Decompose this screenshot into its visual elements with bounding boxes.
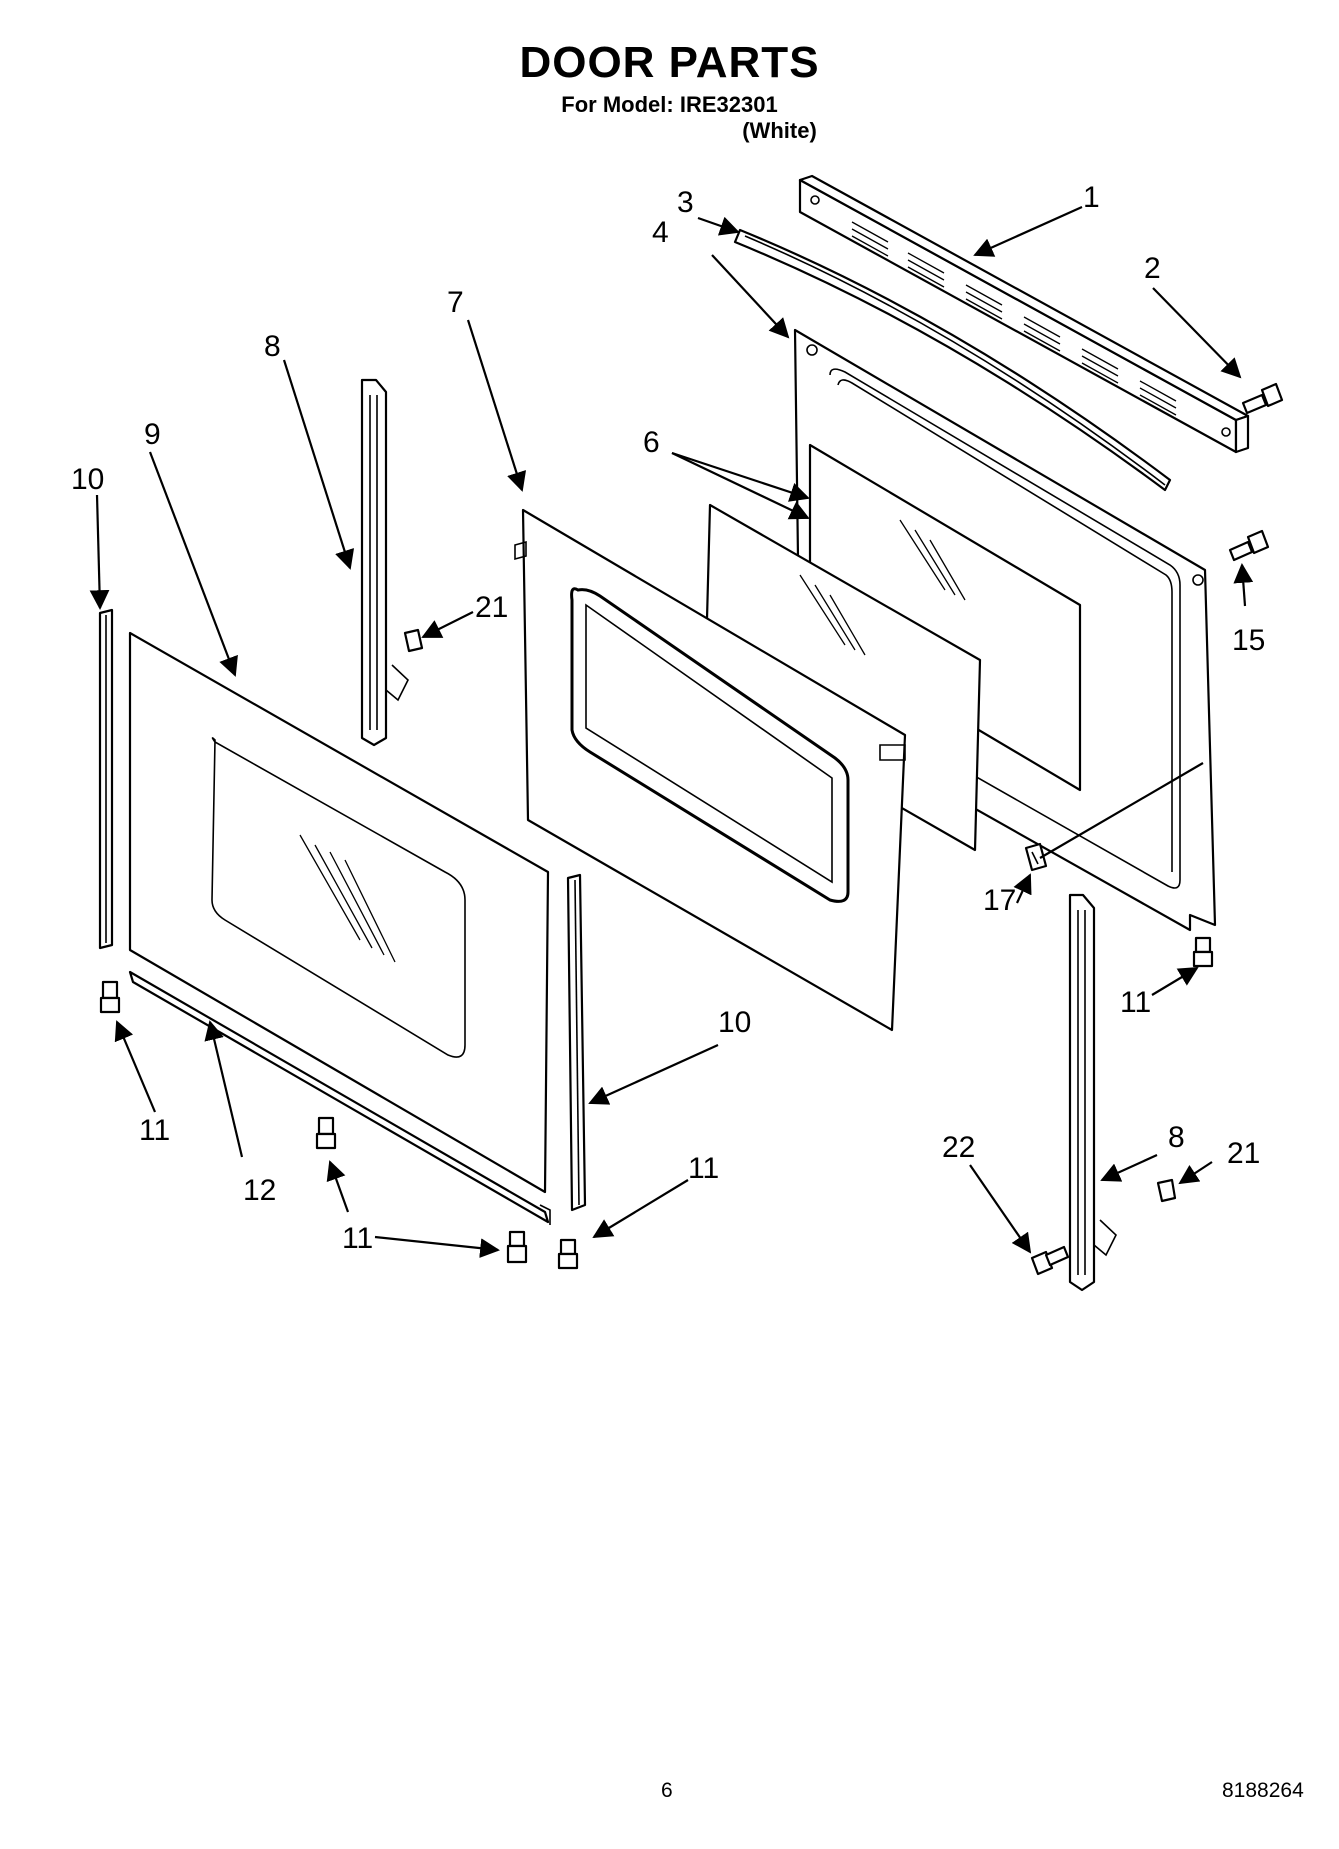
callout-17: 17 bbox=[983, 884, 1016, 917]
hinge-bracket-right-part bbox=[1068, 893, 1117, 1292]
model-line: For Model: IRE32301 bbox=[561, 92, 778, 117]
callout-15: 15 bbox=[1232, 624, 1265, 657]
callout-7: 7 bbox=[447, 286, 464, 319]
callout-11-center: 11 bbox=[688, 1152, 719, 1185]
document-number: 8188264 bbox=[1222, 1779, 1304, 1802]
screw-2 bbox=[1241, 382, 1284, 415]
callout-4: 4 bbox=[652, 216, 669, 249]
page-number: 6 bbox=[661, 1779, 673, 1802]
model-variant: (White) bbox=[742, 118, 817, 143]
callout-8-right: 8 bbox=[1168, 1121, 1185, 1154]
callout-8-left: 8 bbox=[264, 330, 281, 363]
small-clip-left-part bbox=[403, 628, 424, 653]
screw-11-right bbox=[1192, 936, 1214, 968]
callout-22: 22 bbox=[942, 1131, 975, 1164]
screws bbox=[99, 382, 1284, 1276]
callout-2: 2 bbox=[1144, 252, 1161, 285]
screw-15 bbox=[1228, 529, 1270, 562]
callout-labels: 1 2 3 4 6 7 8 9 10 21 15 17 11 10 11 12 … bbox=[71, 181, 1265, 1255]
screw-22 bbox=[1030, 1245, 1070, 1276]
callout-3: 3 bbox=[677, 186, 694, 219]
page-title: DOOR PARTS bbox=[519, 38, 820, 87]
callout-21-left: 21 bbox=[475, 591, 508, 624]
callout-6: 6 bbox=[643, 426, 660, 459]
callout-1: 1 bbox=[1083, 181, 1100, 214]
bottom-trim-part bbox=[128, 970, 551, 1225]
door-trim-left-part bbox=[98, 608, 114, 950]
inner-door-liner-part bbox=[514, 508, 907, 1032]
screw-11-bottom-c bbox=[557, 1238, 579, 1270]
screw-11-bottom-b bbox=[506, 1230, 528, 1264]
callout-21-right: 21 bbox=[1227, 1137, 1260, 1170]
callout-12: 12 bbox=[243, 1174, 276, 1207]
callout-10-left: 10 bbox=[71, 463, 104, 496]
callout-11-bottom: 11 bbox=[342, 1222, 373, 1255]
callout-10-right: 10 bbox=[718, 1006, 751, 1039]
callout-11-left: 11 bbox=[139, 1114, 170, 1147]
clip-part bbox=[1024, 842, 1048, 872]
door-trim-right-part bbox=[566, 873, 587, 1212]
door-handle-part bbox=[733, 228, 1172, 492]
small-clip-right-part bbox=[1156, 1178, 1177, 1203]
screw-11-left bbox=[99, 980, 121, 1014]
callout-9: 9 bbox=[144, 418, 161, 451]
callout-11-right: 11 bbox=[1120, 986, 1151, 1019]
outer-door-glass-part bbox=[128, 631, 550, 1194]
leader-lines bbox=[89, 205, 1254, 1258]
screw-11-bottom-a bbox=[315, 1116, 337, 1150]
vent-panel-part bbox=[798, 174, 1250, 454]
hinge-bracket-left-part bbox=[360, 378, 409, 747]
